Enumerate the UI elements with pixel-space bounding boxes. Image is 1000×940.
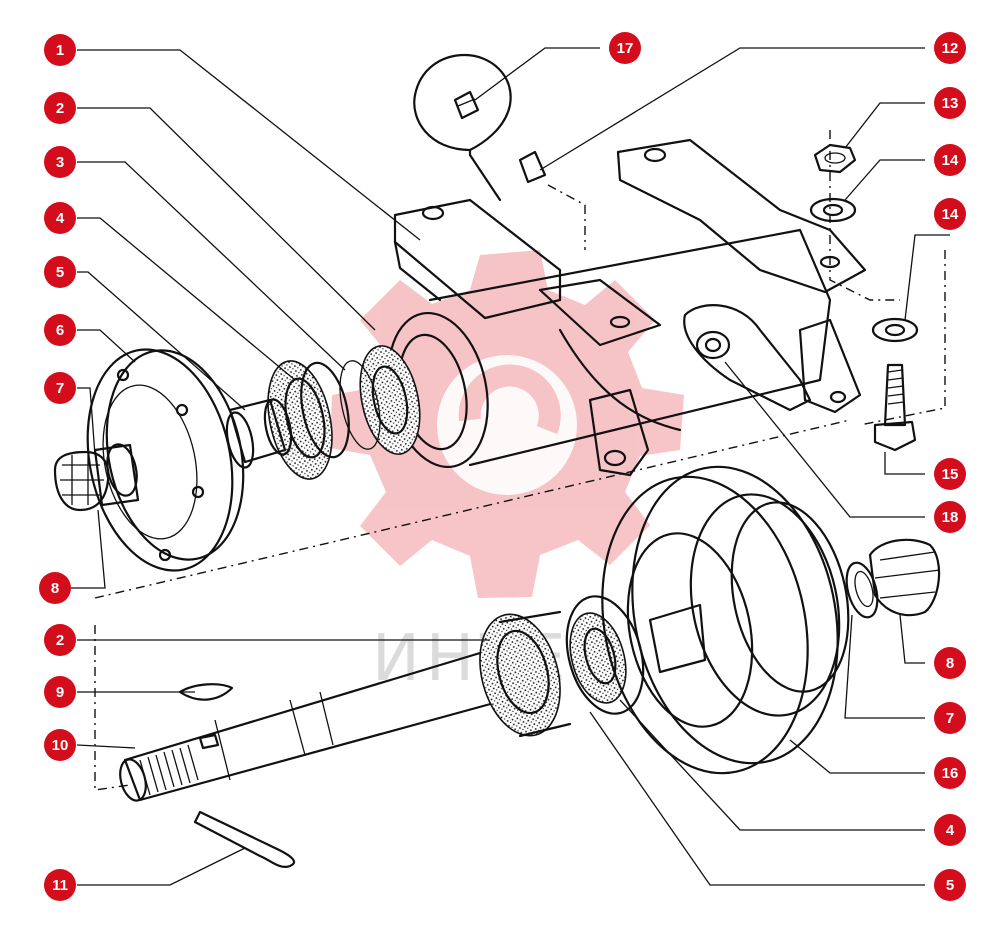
- callout-marker: [934, 647, 966, 679]
- callout-marker: [44, 729, 76, 761]
- callout-label: 9: [56, 684, 64, 701]
- callout-18: 18: [934, 501, 966, 533]
- grease-fitting-12: [518, 150, 547, 184]
- callout-14-upper: 14: [934, 144, 966, 176]
- cotter-pin-11: [193, 810, 296, 868]
- callout-marker: [934, 501, 966, 533]
- callout-marker: [44, 202, 76, 234]
- callout-marker: [44, 372, 76, 404]
- spacer-ring-lower: [845, 561, 879, 619]
- callout-2: 2: [44, 92, 76, 124]
- callout-14-lower: 14: [934, 198, 966, 230]
- callout-label: 5: [56, 264, 64, 281]
- callout-label: 3: [56, 154, 64, 171]
- centerline-lower-frame: [94, 625, 131, 791]
- callout-marker: [934, 814, 966, 846]
- callout-marker: [934, 869, 966, 901]
- grease-fitting-bubble: [413, 53, 512, 202]
- callout-label: 2: [56, 100, 64, 117]
- callout-label: 4: [56, 210, 65, 227]
- callout-marker: [934, 32, 966, 64]
- callout-10: 10: [44, 729, 76, 761]
- callout-marker: [609, 32, 641, 64]
- hub-flange: [86, 348, 245, 572]
- callout-8: 8: [39, 572, 71, 604]
- callout-label: 1: [56, 42, 64, 59]
- callout-label: 14: [942, 206, 959, 223]
- callout-marker: [44, 624, 76, 656]
- track-roller-16: [601, 465, 850, 775]
- callout-marker: [44, 676, 76, 708]
- callout-9: 9: [44, 676, 76, 708]
- bolt-15: [873, 363, 917, 452]
- callout-label: 5: [946, 877, 954, 894]
- callout-12: 12: [934, 32, 966, 64]
- key-9: [178, 683, 234, 701]
- callout-11: 11: [44, 869, 76, 901]
- callout-label: 2: [56, 632, 64, 649]
- callout-marker: [44, 869, 76, 901]
- bracket-housing: [387, 138, 867, 477]
- callout-label: 6: [56, 322, 64, 339]
- callout-16: 16: [934, 757, 966, 789]
- callout-6: 6: [44, 314, 76, 346]
- bearing-lower-2: [479, 610, 572, 738]
- callout-label: 4: [946, 822, 955, 839]
- washer-14a: [809, 197, 857, 223]
- callout-marker: [934, 702, 966, 734]
- lock-nut-13: [813, 143, 857, 174]
- callout-label: 15: [942, 466, 959, 483]
- callout-marker: [44, 314, 76, 346]
- washer-14b: [871, 317, 919, 343]
- callout-5: 5: [44, 256, 76, 288]
- callout-label: 17: [617, 40, 634, 57]
- castle-nut-lower: [868, 538, 941, 617]
- callout-label: 10: [52, 737, 69, 754]
- centerline-bolt-frame: [859, 250, 946, 426]
- callout-8-right: 8: [934, 647, 966, 679]
- callout-label: 12: [942, 40, 959, 57]
- callout-label: 8: [51, 580, 59, 597]
- castle-nut-upper: [53, 450, 110, 512]
- callout-label: 7: [56, 380, 64, 397]
- callout-5-right: 5: [934, 869, 966, 901]
- centerline-fitting: [547, 184, 586, 250]
- callout-2-lower: 2: [44, 624, 76, 656]
- callout-7-right: 7: [934, 702, 966, 734]
- callout-4: 4: [44, 202, 76, 234]
- callout-label: 13: [942, 95, 959, 112]
- callout-13: 13: [934, 87, 966, 119]
- callout-3: 3: [44, 146, 76, 178]
- callout-marker: [44, 256, 76, 288]
- callout-label: 14: [942, 152, 959, 169]
- callout-label: 8: [946, 655, 954, 672]
- callout-7: 7: [44, 372, 76, 404]
- callout-label: 7: [946, 710, 954, 727]
- callout-label: 16: [942, 765, 959, 782]
- centerline-bolt: [829, 130, 900, 301]
- callout-label: 18: [942, 509, 959, 526]
- callout-marker: [39, 572, 71, 604]
- callout-1: 1: [44, 34, 76, 66]
- callout-marker: [934, 757, 966, 789]
- leader-lines: [70, 47, 950, 886]
- callout-marker: [934, 87, 966, 119]
- callout-marker: [44, 34, 76, 66]
- callout-17: 17: [609, 32, 641, 64]
- callout-marker: [934, 144, 966, 176]
- callout-15: 15: [934, 458, 966, 490]
- callout-label: 11: [52, 877, 68, 894]
- callout-marker: [44, 146, 76, 178]
- centerline-upper-shaft: [94, 419, 851, 599]
- callout-4-right: 4: [934, 814, 966, 846]
- callout-marker: [44, 92, 76, 124]
- callout-marker: [934, 458, 966, 490]
- housing-bearing: [339, 345, 421, 455]
- callout-marker: [934, 198, 966, 230]
